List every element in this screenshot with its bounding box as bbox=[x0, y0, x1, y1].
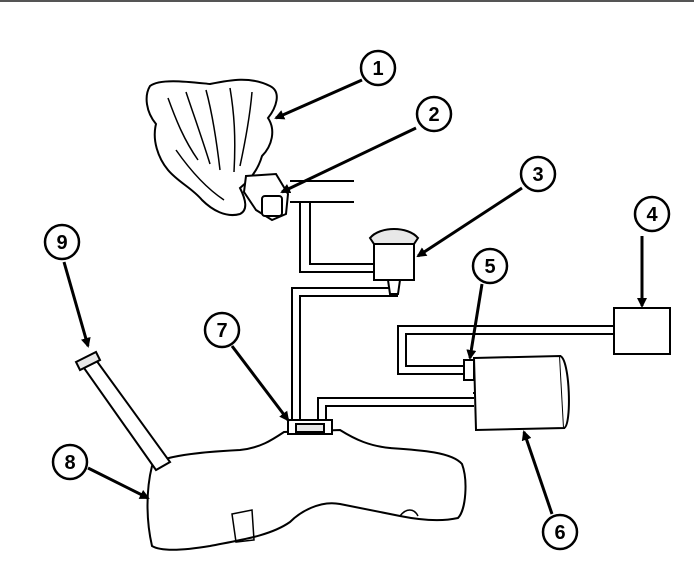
callout-4-label: 4 bbox=[646, 204, 658, 226]
arrow-9 bbox=[62, 261, 91, 348]
arrow-8 bbox=[87, 466, 150, 500]
arrow-6 bbox=[521, 430, 554, 515]
callout-arrows bbox=[62, 78, 647, 515]
callout-circles bbox=[43, 49, 671, 551]
callout-8-circle bbox=[51, 443, 89, 481]
callout-5-label: 5 bbox=[484, 256, 495, 278]
callout-3-circle bbox=[519, 155, 557, 193]
callout-8-label: 8 bbox=[64, 452, 75, 474]
fuel-filter bbox=[368, 228, 420, 295]
evap-canister bbox=[472, 354, 570, 432]
canister-vent-valve bbox=[463, 359, 475, 381]
arrow-3 bbox=[416, 186, 523, 258]
callout-1-label: 1 bbox=[372, 58, 383, 80]
arrow-7 bbox=[230, 345, 290, 422]
callout-9-label: 9 bbox=[56, 232, 67, 254]
canister-line bbox=[317, 397, 474, 424]
air-filter-box bbox=[613, 307, 671, 355]
callout-6-label: 6 bbox=[554, 522, 565, 544]
callout-2-circle bbox=[415, 95, 453, 133]
callout-2-label: 2 bbox=[428, 104, 439, 126]
callout-3-label: 3 bbox=[532, 164, 543, 186]
callout-9-circle bbox=[43, 223, 81, 261]
callout-7-label: 7 bbox=[216, 320, 227, 342]
callout-labels: 1 2 3 4 5 6 7 8 9 bbox=[56, 58, 658, 544]
callout-1-circle bbox=[359, 49, 397, 87]
purge-solenoid bbox=[242, 172, 290, 222]
callout-5-circle bbox=[471, 247, 509, 285]
callout-4-circle bbox=[633, 195, 671, 233]
callout-7-circle bbox=[203, 311, 241, 349]
vent-line bbox=[397, 325, 614, 375]
arrow-1 bbox=[274, 78, 363, 120]
callout-6-circle bbox=[541, 513, 579, 551]
arrow-5 bbox=[466, 283, 484, 360]
purge-lines bbox=[290, 180, 376, 273]
intake-manifold bbox=[145, 78, 278, 216]
arrow-2 bbox=[280, 126, 417, 194]
tank-line bbox=[291, 287, 398, 420]
fuel-tank bbox=[146, 428, 467, 551]
filler-neck bbox=[74, 350, 172, 472]
rollover-valve bbox=[287, 419, 333, 435]
